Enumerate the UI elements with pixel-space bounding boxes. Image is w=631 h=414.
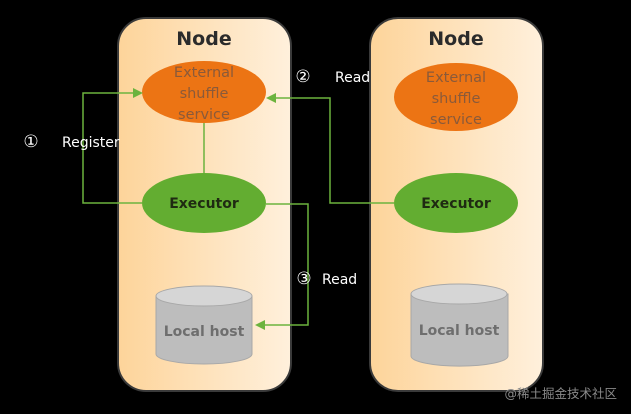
local-host-right-body xyxy=(410,293,509,367)
step-read-2: ② Read xyxy=(295,67,370,87)
local-host-left: Local host xyxy=(155,285,253,365)
local-host-right-label: Local host xyxy=(419,323,500,339)
local-host-right-top xyxy=(410,283,508,305)
step-1-label: Register xyxy=(62,135,120,151)
step-read-3: ③ Read xyxy=(296,269,357,289)
executor-right-label: Executor xyxy=(421,196,491,212)
shuffle-service-left-line-1: External xyxy=(174,65,234,81)
register-arrow xyxy=(82,88,143,204)
step-2-number: ② xyxy=(295,67,310,87)
local-host-right: Local host xyxy=(410,283,509,367)
shuffle-service-left-shape xyxy=(142,61,266,123)
read-arrow-3 xyxy=(255,203,309,330)
executor-right-shape xyxy=(394,173,518,233)
node-right: Node External shuffle service Executor L… xyxy=(369,17,544,392)
step-3-number: ③ xyxy=(296,269,311,289)
local-host-left-body xyxy=(155,295,253,365)
local-host-left-top xyxy=(155,285,253,307)
node-right-title: Node xyxy=(428,28,483,50)
step-register: ① Register xyxy=(23,132,120,152)
shuffle-service-right-line-2: shuffle xyxy=(432,91,481,107)
node-left: Node External shuffle service Executor L… xyxy=(117,17,292,392)
shuffle-service-left: External shuffle service xyxy=(142,61,266,123)
step-1-number: ① xyxy=(23,132,38,152)
read-arrow-2 xyxy=(266,93,394,204)
shuffle-service-left-line-3: service xyxy=(178,107,230,123)
executor-left: Executor xyxy=(142,173,266,233)
node-left-title: Node xyxy=(176,28,231,50)
shuffle-service-right-line-3: service xyxy=(430,112,482,128)
step-2-label: Read xyxy=(335,70,370,86)
local-host-left-label: Local host xyxy=(164,324,245,340)
shuffle-service-right: External shuffle service xyxy=(394,63,518,131)
watermark: @稀土掘金技术社区 xyxy=(504,386,617,401)
shuffle-service-right-line-1: External xyxy=(426,70,486,86)
executor-right: Executor xyxy=(394,173,518,233)
shuffle-service-right-shape xyxy=(394,63,518,131)
step-3-label: Read xyxy=(322,272,357,288)
executor-left-shape xyxy=(142,173,266,233)
executor-left-label: Executor xyxy=(169,196,239,212)
shuffle-service-left-line-2: shuffle xyxy=(180,86,229,102)
